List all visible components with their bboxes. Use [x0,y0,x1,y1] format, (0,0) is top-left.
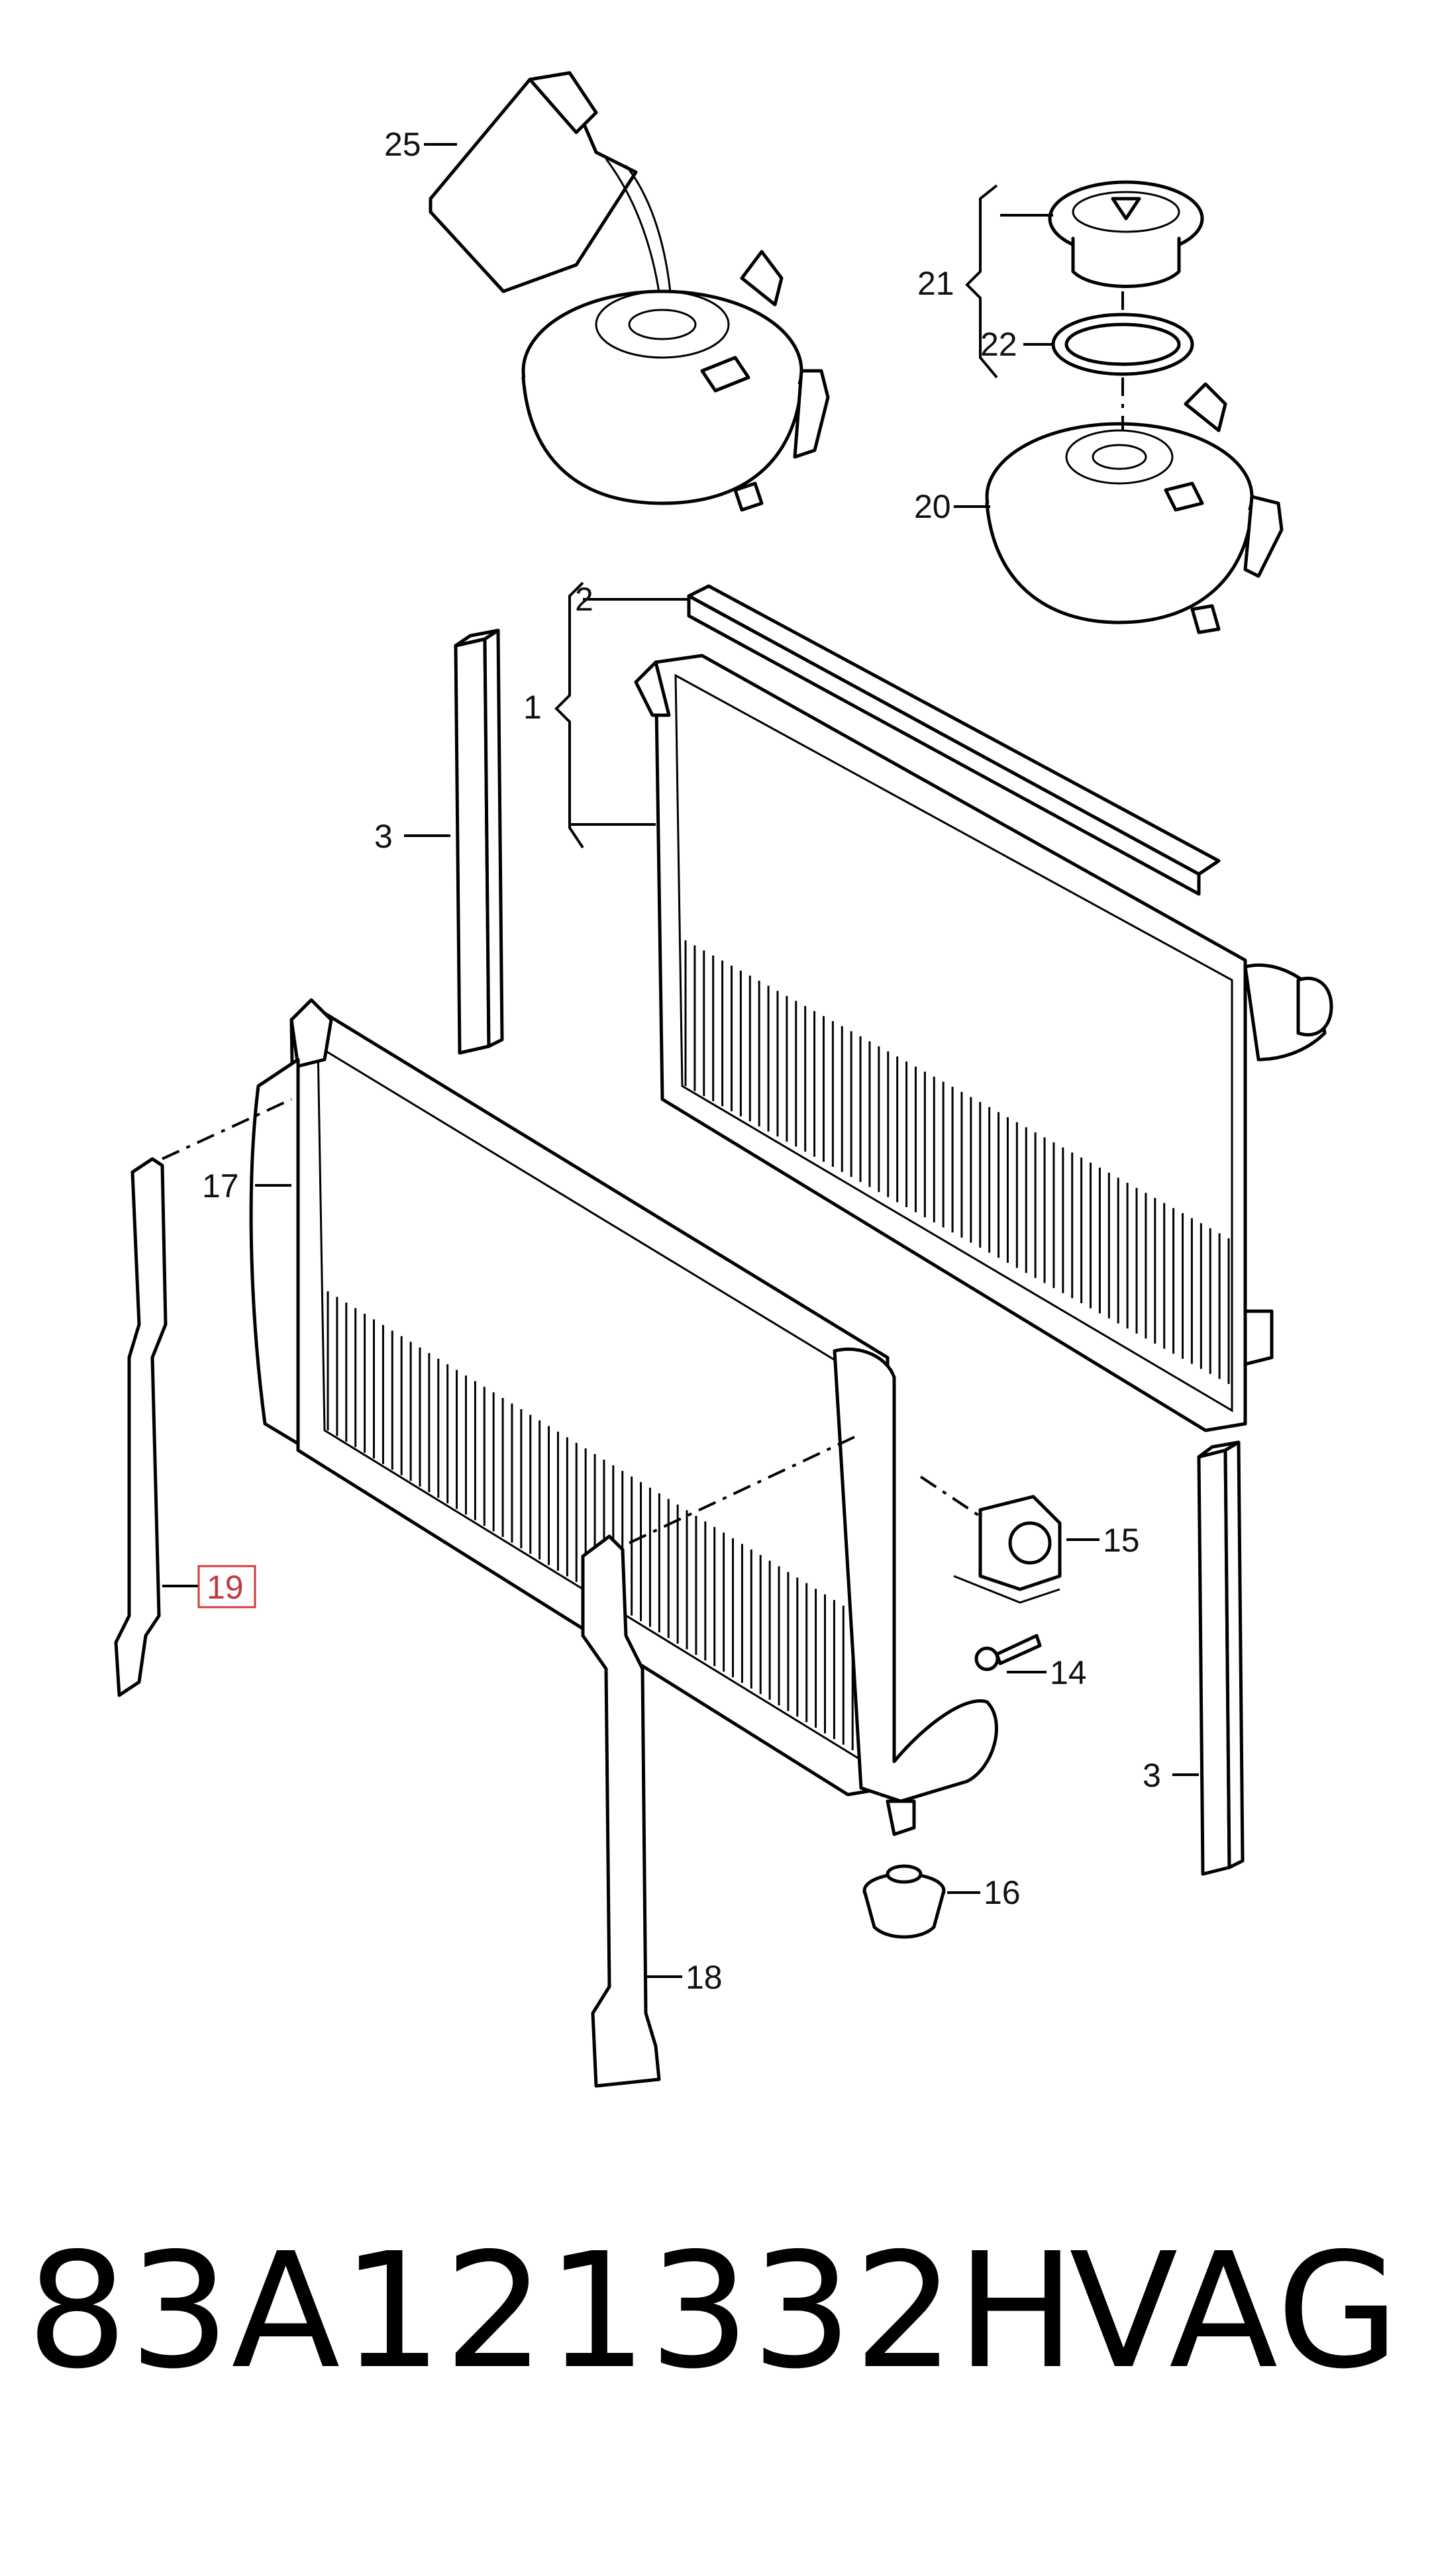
seal-ring [1051,313,1194,376]
expansion-tank-lower [985,382,1284,634]
assembly-line [919,1475,982,1518]
exploded-parts-diagram: 25 21 22 20 2 1 3 17 19 15 14 16 18 3 [114,71,1333,2088]
callout-14: 14 [1050,1654,1087,1691]
top-seal-strip [687,584,1221,896]
main-radiator [634,654,1333,1432]
leader-lines [162,143,1199,1978]
part-number: 83A121332H [26,2218,1078,2404]
callout-15: 15 [1103,1522,1140,1559]
callout-3-lower: 3 [1143,1757,1161,1794]
callout-20: 20 [914,488,951,525]
air-guide-right [581,1534,661,2088]
brand-name: VAG [1069,2218,1401,2404]
air-guide-left [114,1157,168,1697]
sealing-strip-left [454,628,504,1055]
mounting-bracket [953,1495,1062,1604]
callout-19: 19 [207,1569,244,1606]
callouts: 25 21 22 20 2 1 3 17 19 15 14 16 18 3 [197,126,1161,1996]
callout-16: 16 [984,1874,1021,1911]
callout-25: 25 [384,126,421,163]
callout-1: 1 [523,689,542,726]
screw [974,1634,1042,1671]
rubber-mount [862,1864,946,1939]
filler-cap [1048,180,1204,288]
callout-2: 2 [575,581,593,618]
front-radiator [249,998,998,1836]
coolant-bottle [429,71,674,319]
expansion-tank-upper [521,250,830,512]
callout-22: 22 [980,326,1017,363]
assembly-line [162,1098,292,1160]
sealing-strip-right [1197,1440,1245,1876]
highlight-box [197,1565,256,1609]
callout-3-upper: 3 [374,818,393,855]
callout-17: 17 [202,1167,239,1205]
assembly-line [629,1436,855,1544]
callout-18: 18 [686,1959,723,1996]
callout-21: 21 [917,265,954,302]
footer: 83A121332H VAG [0,2205,1434,2523]
